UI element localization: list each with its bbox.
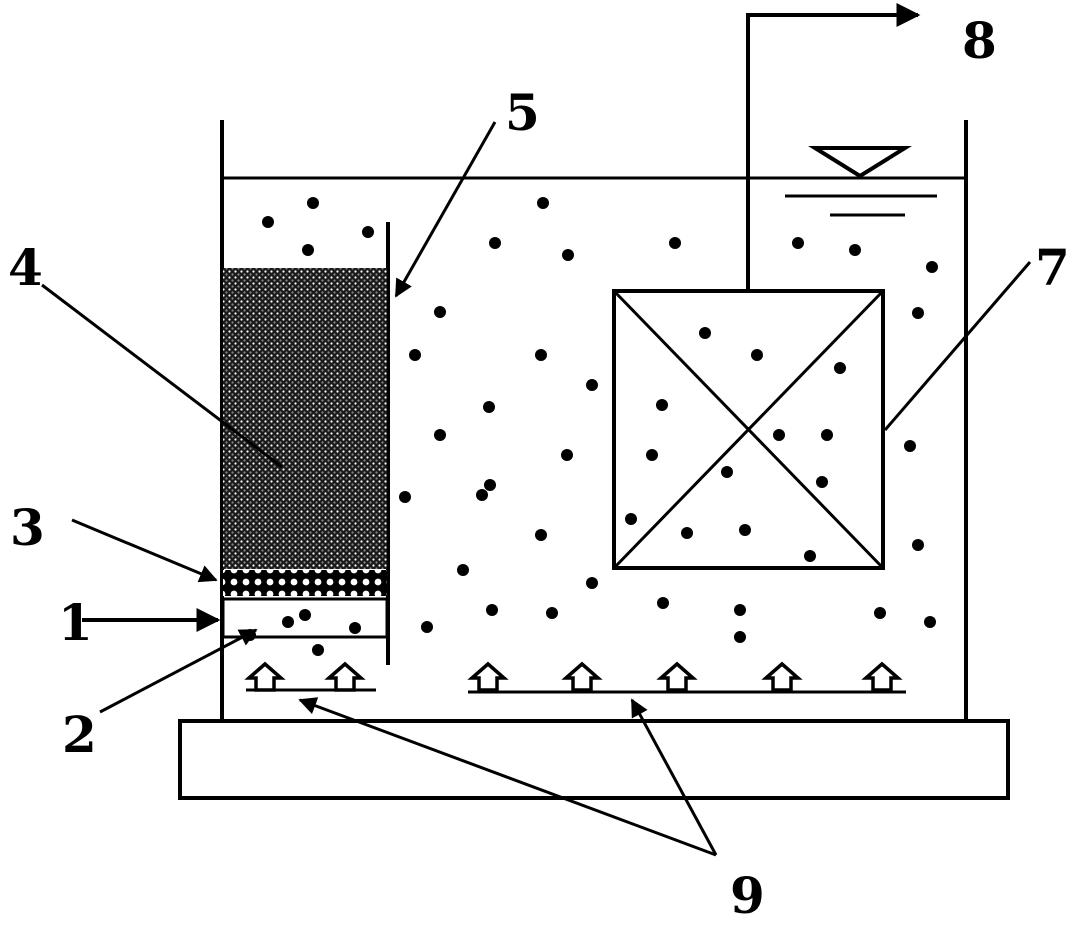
particle-dot <box>262 216 274 228</box>
aerator-diffuser <box>861 661 903 692</box>
label-9: 9 <box>730 866 765 925</box>
particle-dot <box>926 261 938 273</box>
label-1: 1 <box>58 593 93 652</box>
particle-dot <box>904 440 916 452</box>
particle-dot <box>699 327 711 339</box>
aerator-diffuser <box>656 661 698 692</box>
particle-dot <box>409 349 421 361</box>
label-3: 3 <box>10 498 45 557</box>
particle-dot <box>874 607 886 619</box>
particle-dot <box>816 476 828 488</box>
particle-dot <box>349 622 361 634</box>
particle-dot <box>483 401 495 413</box>
aerator-diffuser <box>324 661 366 692</box>
particle-dot <box>625 513 637 525</box>
effluent-pipe <box>746 3 921 291</box>
particle-dot <box>821 429 833 441</box>
particle-dot <box>849 244 861 256</box>
aerator-diffuser <box>467 661 509 692</box>
particle-dot <box>751 349 763 361</box>
particle-dot <box>739 524 751 536</box>
particle-dot <box>586 379 598 391</box>
leader-line-5 <box>394 121 497 298</box>
label-4: 4 <box>8 238 43 297</box>
aerator-diffuser <box>244 661 286 692</box>
particle-dot <box>282 616 294 628</box>
particle-dot <box>535 529 547 541</box>
base-plate <box>178 719 1010 800</box>
particle-dot <box>669 237 681 249</box>
particle-dot <box>912 539 924 551</box>
label-2: 2 <box>62 705 97 764</box>
particle-dot <box>792 237 804 249</box>
particle-dot <box>434 306 446 318</box>
particle-dot <box>489 237 501 249</box>
particle-dot <box>734 604 746 616</box>
aerator-diffuser <box>761 661 803 692</box>
particle-dot <box>537 197 549 209</box>
support-layer <box>223 570 387 596</box>
filter-media-bed <box>223 268 387 569</box>
particle-dot <box>399 491 411 503</box>
water-level-symbol <box>785 146 937 217</box>
particle-dot <box>362 226 374 238</box>
particle-dot <box>476 489 488 501</box>
particle-dot <box>804 550 816 562</box>
particle-dot <box>656 399 668 411</box>
particle-dot <box>912 307 924 319</box>
particle-dot <box>773 429 785 441</box>
particle-dot <box>434 429 446 441</box>
leader-line-2 <box>99 628 258 714</box>
particle-dot <box>646 449 658 461</box>
filter-column <box>221 222 390 665</box>
leader-line-3 <box>71 518 218 583</box>
particle-dot <box>546 607 558 619</box>
particle-dot <box>302 244 314 256</box>
label-8: 8 <box>962 11 997 70</box>
particle-dot <box>681 527 693 539</box>
particle-dot <box>312 644 324 656</box>
aerator-diffuser <box>561 661 603 692</box>
particle-dot <box>484 479 496 491</box>
particle-dot <box>834 362 846 374</box>
particle-dot <box>486 604 498 616</box>
particle-dot <box>657 597 669 609</box>
aerator-group <box>244 661 906 694</box>
particle-dot <box>535 349 547 361</box>
leader-line-4 <box>41 283 283 469</box>
particle-dot <box>734 631 746 643</box>
particle-dot <box>924 616 936 628</box>
leader-line-7 <box>883 261 1032 431</box>
particle-dot <box>561 449 573 461</box>
leader-line-9b <box>630 698 718 856</box>
particle-dot <box>421 621 433 633</box>
particle-dot <box>299 609 311 621</box>
particle-dot <box>562 249 574 261</box>
particle-dot <box>457 564 469 576</box>
particle-dot <box>307 197 319 209</box>
label-5: 5 <box>505 83 540 142</box>
leader-line-9a <box>298 697 717 857</box>
label-7: 7 <box>1035 238 1070 297</box>
particle-dot <box>586 577 598 589</box>
particle-dot <box>721 466 733 478</box>
